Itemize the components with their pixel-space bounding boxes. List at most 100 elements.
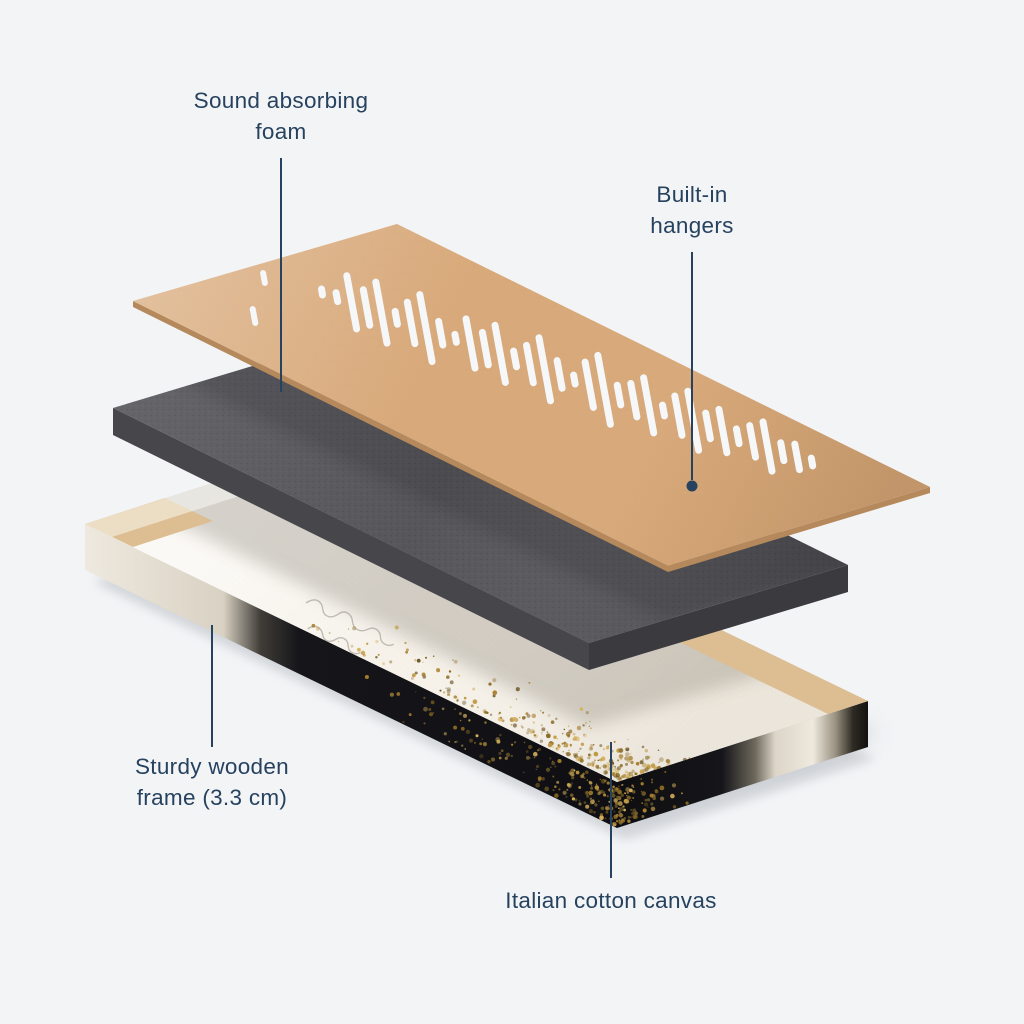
cutout-slit	[659, 401, 668, 420]
gold-speckle	[614, 804, 618, 808]
leader-dot-hangers	[686, 480, 698, 492]
gold-speckle	[453, 725, 458, 730]
gold-speckle	[422, 675, 427, 679]
gold-speckle	[628, 771, 634, 777]
backboard-layer	[133, 224, 930, 572]
gold-speckle	[658, 761, 660, 763]
gold-speckle	[561, 742, 564, 745]
gold-speckles-side-left	[364, 674, 619, 827]
cutout-slit	[684, 387, 703, 454]
gold-speckle	[644, 798, 648, 802]
leader-lines	[211, 158, 698, 878]
gold-speckle	[600, 789, 604, 794]
gold-speckle	[432, 655, 435, 657]
gold-speckle	[615, 813, 619, 817]
gold-speckle	[533, 734, 537, 737]
gold-speckle	[632, 790, 636, 794]
gold-speckle	[659, 757, 664, 762]
gold-speckle	[532, 730, 535, 734]
gold-speckle	[496, 739, 501, 744]
gold-speckle	[479, 742, 483, 746]
gold-speckle	[540, 724, 544, 727]
gold-speckle	[568, 749, 571, 752]
gold-speckle	[631, 769, 635, 773]
gold-speckle	[616, 766, 621, 771]
gold-speckle	[641, 762, 647, 768]
gold-speckle	[582, 724, 585, 727]
gold-speckle	[521, 716, 526, 720]
gold-speckle	[446, 687, 451, 692]
gold-speckle	[545, 733, 551, 739]
gold-speckle	[424, 656, 428, 659]
gold-speckle	[599, 767, 601, 769]
gold-speckle	[652, 796, 656, 801]
gold-speckle	[651, 778, 654, 781]
gold-speckle	[487, 760, 491, 764]
gold-speckle	[499, 733, 502, 737]
gold-speckle	[535, 768, 537, 770]
gold-speckle	[641, 802, 644, 804]
gold-speckle	[455, 740, 458, 743]
gold-speckle	[580, 774, 585, 779]
gold-speckle	[562, 751, 564, 753]
gold-speckle	[587, 756, 591, 760]
gold-speckle	[624, 762, 629, 766]
gold-speckle	[580, 742, 585, 746]
gold-speckle	[510, 743, 514, 746]
gold-speckle	[556, 738, 559, 740]
gold-speckle	[585, 804, 590, 809]
gold-speckle	[552, 789, 555, 792]
gold-speckle	[603, 770, 608, 775]
cutout-slit	[416, 291, 436, 365]
gold-speckle	[593, 811, 596, 814]
gold-speckle	[628, 788, 633, 793]
gold-speckle	[536, 749, 539, 752]
cutout-slit	[462, 315, 479, 372]
gold-speckle	[584, 721, 588, 724]
gold-speckle	[546, 731, 549, 733]
gold-speckle	[497, 713, 500, 715]
cutout-slit	[640, 374, 658, 437]
gold-speckle	[628, 755, 633, 761]
gold-speckle	[589, 797, 592, 800]
gold-speckle	[472, 699, 478, 705]
gold-speckle	[603, 793, 607, 797]
cutout-slit	[332, 289, 342, 306]
cutout-slit	[581, 358, 597, 411]
gold-speckle	[510, 723, 513, 726]
gold-speckle	[404, 641, 407, 645]
gold-speckle	[605, 806, 610, 811]
gold-speckle	[616, 820, 619, 823]
gold-speckle	[453, 659, 458, 664]
gold-speckle	[647, 806, 649, 808]
cutout-slit	[594, 351, 614, 428]
gold-speckle	[619, 821, 621, 824]
gold-speckle	[614, 821, 617, 824]
gold-speckle	[619, 777, 622, 780]
gold-speckle	[515, 698, 518, 700]
cutout-slit	[613, 381, 625, 409]
gold-speckle	[602, 764, 607, 769]
gold-speckle	[551, 761, 556, 766]
gold-speckle	[350, 644, 354, 648]
gold-speckle	[644, 755, 650, 760]
gold-speckle	[447, 694, 449, 696]
gold-speckle	[624, 792, 627, 795]
gold-speckle	[460, 726, 465, 731]
gold-speckle	[477, 706, 479, 708]
gold-speckle	[394, 625, 399, 630]
gold-speckle	[552, 775, 555, 778]
gold-speckle	[597, 791, 601, 796]
foam-side-right	[589, 565, 848, 670]
gold-speckle	[498, 711, 502, 715]
frame-side-right	[617, 701, 868, 828]
gold-speckle	[541, 777, 545, 781]
gold-speckle	[613, 740, 616, 743]
gold-speckle	[613, 798, 618, 803]
gold-speckle	[518, 716, 521, 719]
gold-speckle	[472, 687, 476, 691]
gold-speckle	[436, 668, 441, 673]
gold-speckle	[547, 713, 551, 717]
gold-speckle	[626, 791, 630, 795]
gold-speckle	[500, 716, 503, 719]
